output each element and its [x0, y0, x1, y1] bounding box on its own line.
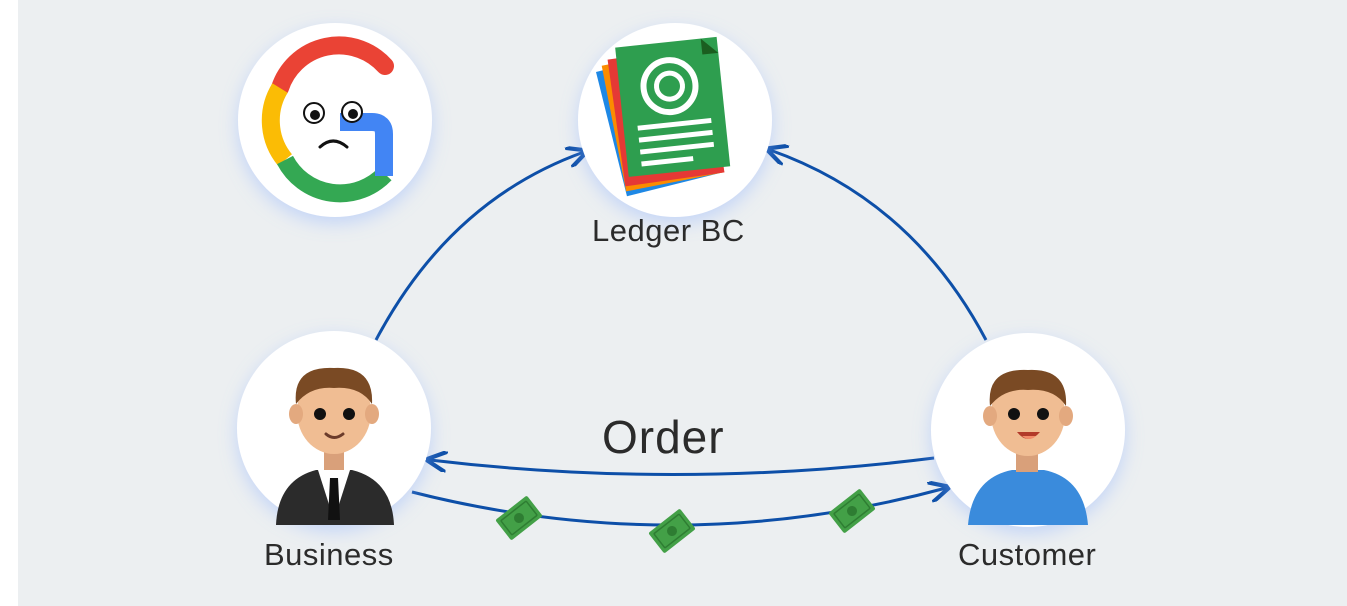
customer-label: Customer	[958, 537, 1097, 572]
ledger-node	[578, 23, 772, 217]
customer-avatar-icon	[968, 369, 1088, 525]
ledger-document-icon	[596, 36, 731, 197]
customer-node	[931, 333, 1125, 527]
business-label: Business	[264, 537, 394, 572]
ledger-label: Ledger BC	[592, 213, 745, 248]
money-bill-icon	[494, 494, 544, 542]
business-node	[237, 331, 431, 525]
google-node	[238, 23, 432, 217]
money-bill-icon	[827, 487, 877, 535]
businessman-avatar-icon	[276, 367, 394, 525]
edge-customer-to-ledger	[770, 150, 988, 341]
sad-google-logo-icon	[261, 36, 394, 203]
order-label: Order	[602, 411, 725, 463]
edge-business-to-ledger	[374, 152, 584, 341]
edge-customer-to-business-order	[430, 458, 935, 477]
money-bill-icon	[647, 507, 697, 555]
